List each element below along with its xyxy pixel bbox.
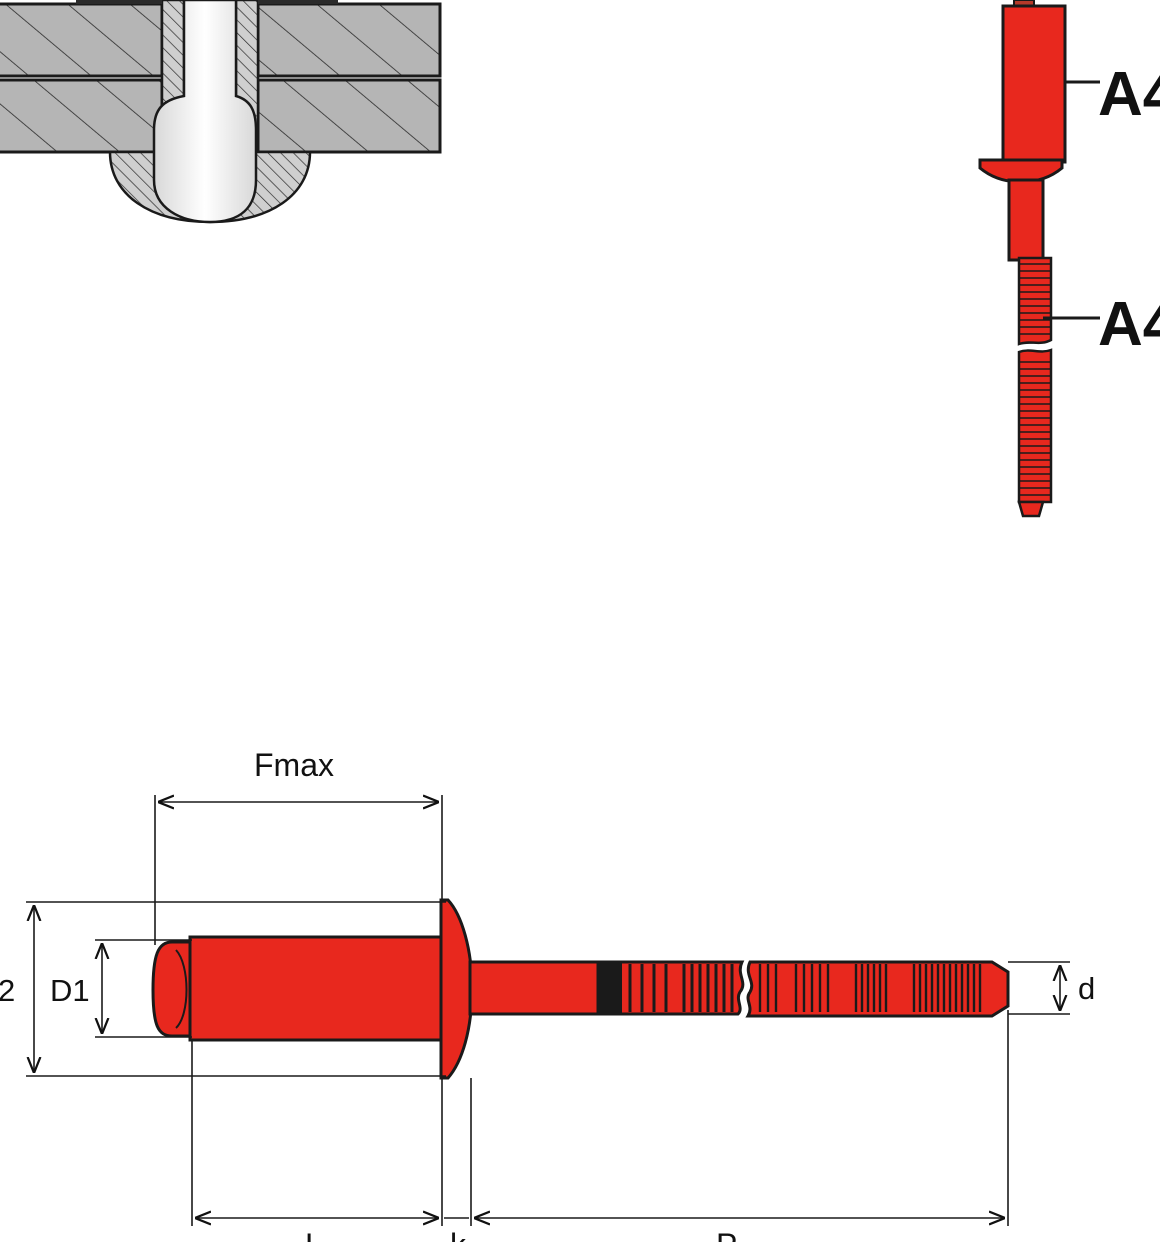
top-plate-right [256,2,442,78]
bottom-plate-right [256,78,442,154]
mandrel-head [151,940,194,1038]
cross-section-view [0,0,442,224]
mandrel-shank [468,960,602,1016]
mandrel-inner [152,0,258,224]
label-p: P [716,1227,737,1242]
top-plate-left [0,2,164,78]
label-d2: 2 [0,973,15,1008]
dimension-lines [26,795,1070,1226]
label-l: L [305,1227,323,1242]
label-k: k [450,1227,467,1242]
horizontal-rivet-view [151,898,1010,1080]
vertical-rivet-body [1001,4,1067,164]
vertical-mandrel-shank [1007,178,1045,262]
vertical-rivet-view: A4 A4 [978,0,1160,518]
rivet-flange [439,898,474,1080]
bottom-plate-left [0,78,164,154]
label-d1: D1 [50,973,90,1008]
rivet-body [188,935,444,1042]
callout-label-body: A4 [1098,60,1160,129]
label-fmax: Fmax [254,747,334,783]
vertical-mandrel-tip [1017,500,1045,518]
mandrel-grooves [598,962,982,1014]
vertical-mandrel-threads [1017,256,1053,504]
label-d: d [1078,971,1095,1006]
callout-label-mandrel: A4 [1098,290,1160,359]
